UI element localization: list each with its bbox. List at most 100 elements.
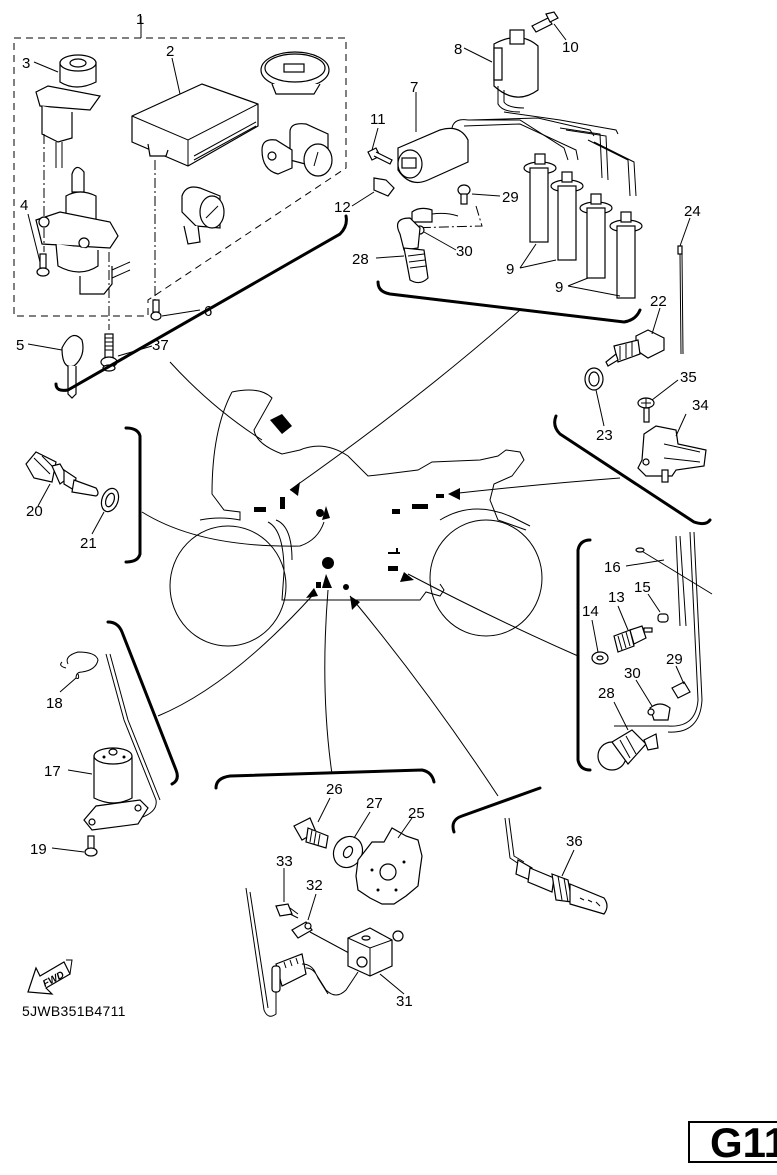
part-31-pickup-coil[interactable]: [347, 927, 404, 977]
part-35-screw[interactable]: [637, 397, 655, 423]
part-fuel-cap-lock[interactable]: [260, 51, 330, 95]
callout-12[interactable]: 12: [334, 199, 351, 216]
callout-30-a[interactable]: 30: [456, 243, 473, 260]
callout-34[interactable]: 34: [692, 397, 709, 414]
pickup-connector[interactable]: [271, 953, 307, 993]
callout-6[interactable]: 6: [204, 303, 212, 320]
part-10-bolt[interactable]: [531, 11, 559, 33]
callout-1[interactable]: 1: [136, 11, 144, 28]
callout-3[interactable]: 3: [22, 55, 30, 72]
part-20-thermo-unit[interactable]: [25, 451, 99, 497]
part-28-crank-sensor[interactable]: [597, 729, 659, 771]
callout-32[interactable]: 32: [306, 877, 323, 894]
part-25-pickup-rotor[interactable]: [355, 827, 423, 905]
part-36-o2-sensor[interactable]: [515, 859, 608, 915]
part-9-plug-cap-4[interactable]: [609, 211, 643, 299]
part-9-plug-cap-2[interactable]: [550, 171, 584, 261]
callout-22[interactable]: 22: [650, 293, 667, 310]
ignition-coil-group: 8 10 7: [289, 11, 643, 491]
callout-29-a[interactable]: 29: [502, 189, 519, 206]
part-27-washer[interactable]: [328, 831, 368, 873]
part-17-solenoid[interactable]: [83, 747, 149, 831]
part-19-bolt[interactable]: [84, 835, 98, 857]
callout-29-b[interactable]: 29: [666, 651, 683, 668]
part-helmet-lock[interactable]: [181, 186, 225, 245]
callout-5[interactable]: 5: [16, 337, 24, 354]
callout-16[interactable]: 16: [604, 559, 621, 576]
part-18-clip[interactable]: [60, 651, 99, 679]
callout-2[interactable]: 2: [166, 43, 174, 60]
part-34-map-sensor[interactable]: [637, 425, 707, 483]
part-33-screw[interactable]: [275, 903, 299, 919]
callout-33[interactable]: 33: [276, 853, 293, 870]
part-14-washer[interactable]: [591, 651, 609, 665]
callout-13[interactable]: 13: [608, 589, 625, 606]
motorcycle-outline: [169, 389, 543, 647]
callout-20[interactable]: 20: [26, 503, 43, 520]
drawing-reference-code: 5JWB351B4711: [22, 1003, 126, 1019]
part-6-screw[interactable]: [150, 299, 162, 321]
part-2-ecu[interactable]: [131, 83, 259, 167]
callout-27[interactable]: 27: [366, 795, 383, 812]
marker: [392, 509, 400, 514]
part-12-clamp[interactable]: [373, 177, 395, 197]
main-switch-kit-group: 1 3 4: [13, 11, 348, 441]
callout-28-b[interactable]: 28: [598, 685, 615, 702]
marker: [322, 557, 334, 569]
part-16-cable-tie[interactable]: [635, 547, 713, 595]
part-seat-lock[interactable]: [261, 123, 333, 177]
callout-25[interactable]: 25: [408, 805, 425, 822]
callout-4[interactable]: 4: [20, 197, 28, 214]
callout-19[interactable]: 19: [30, 841, 47, 858]
group-bracket-neutral: [576, 538, 592, 772]
part-9-plug-cap-1[interactable]: [523, 153, 557, 243]
group-bracket-right-sensors: [553, 414, 712, 526]
part-23-washer[interactable]: [584, 367, 604, 391]
part-8-ignition-coil[interactable]: [493, 29, 539, 113]
part-24-cable-tie[interactable]: [677, 245, 684, 355]
callout-17[interactable]: 17: [44, 763, 61, 780]
callout-36[interactable]: 36: [566, 833, 583, 850]
part-13-neutral-switch[interactable]: [613, 625, 653, 653]
part-28-cam-sensor[interactable]: [397, 217, 429, 284]
callout-15[interactable]: 15: [634, 579, 651, 596]
callout-7[interactable]: 7: [410, 79, 418, 96]
callout-9-b[interactable]: 9: [555, 279, 563, 296]
callout-21[interactable]: 21: [80, 535, 97, 552]
callout-31[interactable]: 31: [396, 993, 413, 1010]
marker: [316, 509, 324, 517]
forward-direction-indicator: FWD: [27, 959, 73, 995]
part-29-bolt-b[interactable]: [671, 681, 691, 699]
part-26-bolt[interactable]: [293, 817, 329, 849]
part-30-bracket-b[interactable]: [647, 703, 671, 721]
callout-14[interactable]: 14: [582, 603, 599, 620]
marker: [388, 566, 398, 571]
callout-11[interactable]: 11: [370, 111, 386, 128]
callout-37[interactable]: 37: [152, 337, 169, 354]
part-22-temperature-sensor[interactable]: [605, 329, 665, 367]
kit-boundary: [13, 37, 347, 317]
part-21-washer[interactable]: [98, 486, 121, 514]
callout-28-a[interactable]: 28: [352, 251, 369, 268]
callout-24[interactable]: 24: [684, 203, 701, 220]
part-15-lead-terminal[interactable]: [657, 613, 669, 623]
callout-9-a[interactable]: 9: [506, 261, 514, 278]
temp-sensor-group-left: 20 21: [25, 426, 325, 564]
neutral-switch-group: 16 15 13 14 29 30: [407, 531, 713, 772]
part-32-plate[interactable]: [291, 921, 313, 939]
fwd-arrow-icon: [27, 961, 71, 995]
callout-10[interactable]: 10: [562, 39, 579, 56]
part-main-switch[interactable]: [35, 166, 131, 295]
part-9-plug-cap-3[interactable]: [579, 193, 613, 279]
callout-26[interactable]: 26: [326, 781, 343, 798]
callout-23[interactable]: 23: [596, 427, 613, 444]
callout-18[interactable]: 18: [46, 695, 63, 712]
part-29-bolt[interactable]: [457, 184, 471, 205]
part-3-lock-cylinder[interactable]: [35, 54, 102, 168]
callout-8[interactable]: 8: [454, 41, 462, 58]
callout-35[interactable]: 35: [680, 369, 697, 386]
callout-30-b[interactable]: 30: [624, 665, 641, 682]
pickup-group: 26 27 25 33 32: [214, 589, 436, 1017]
part-7-ignition-coil[interactable]: [397, 127, 469, 183]
part-11-bolt[interactable]: [367, 147, 393, 165]
